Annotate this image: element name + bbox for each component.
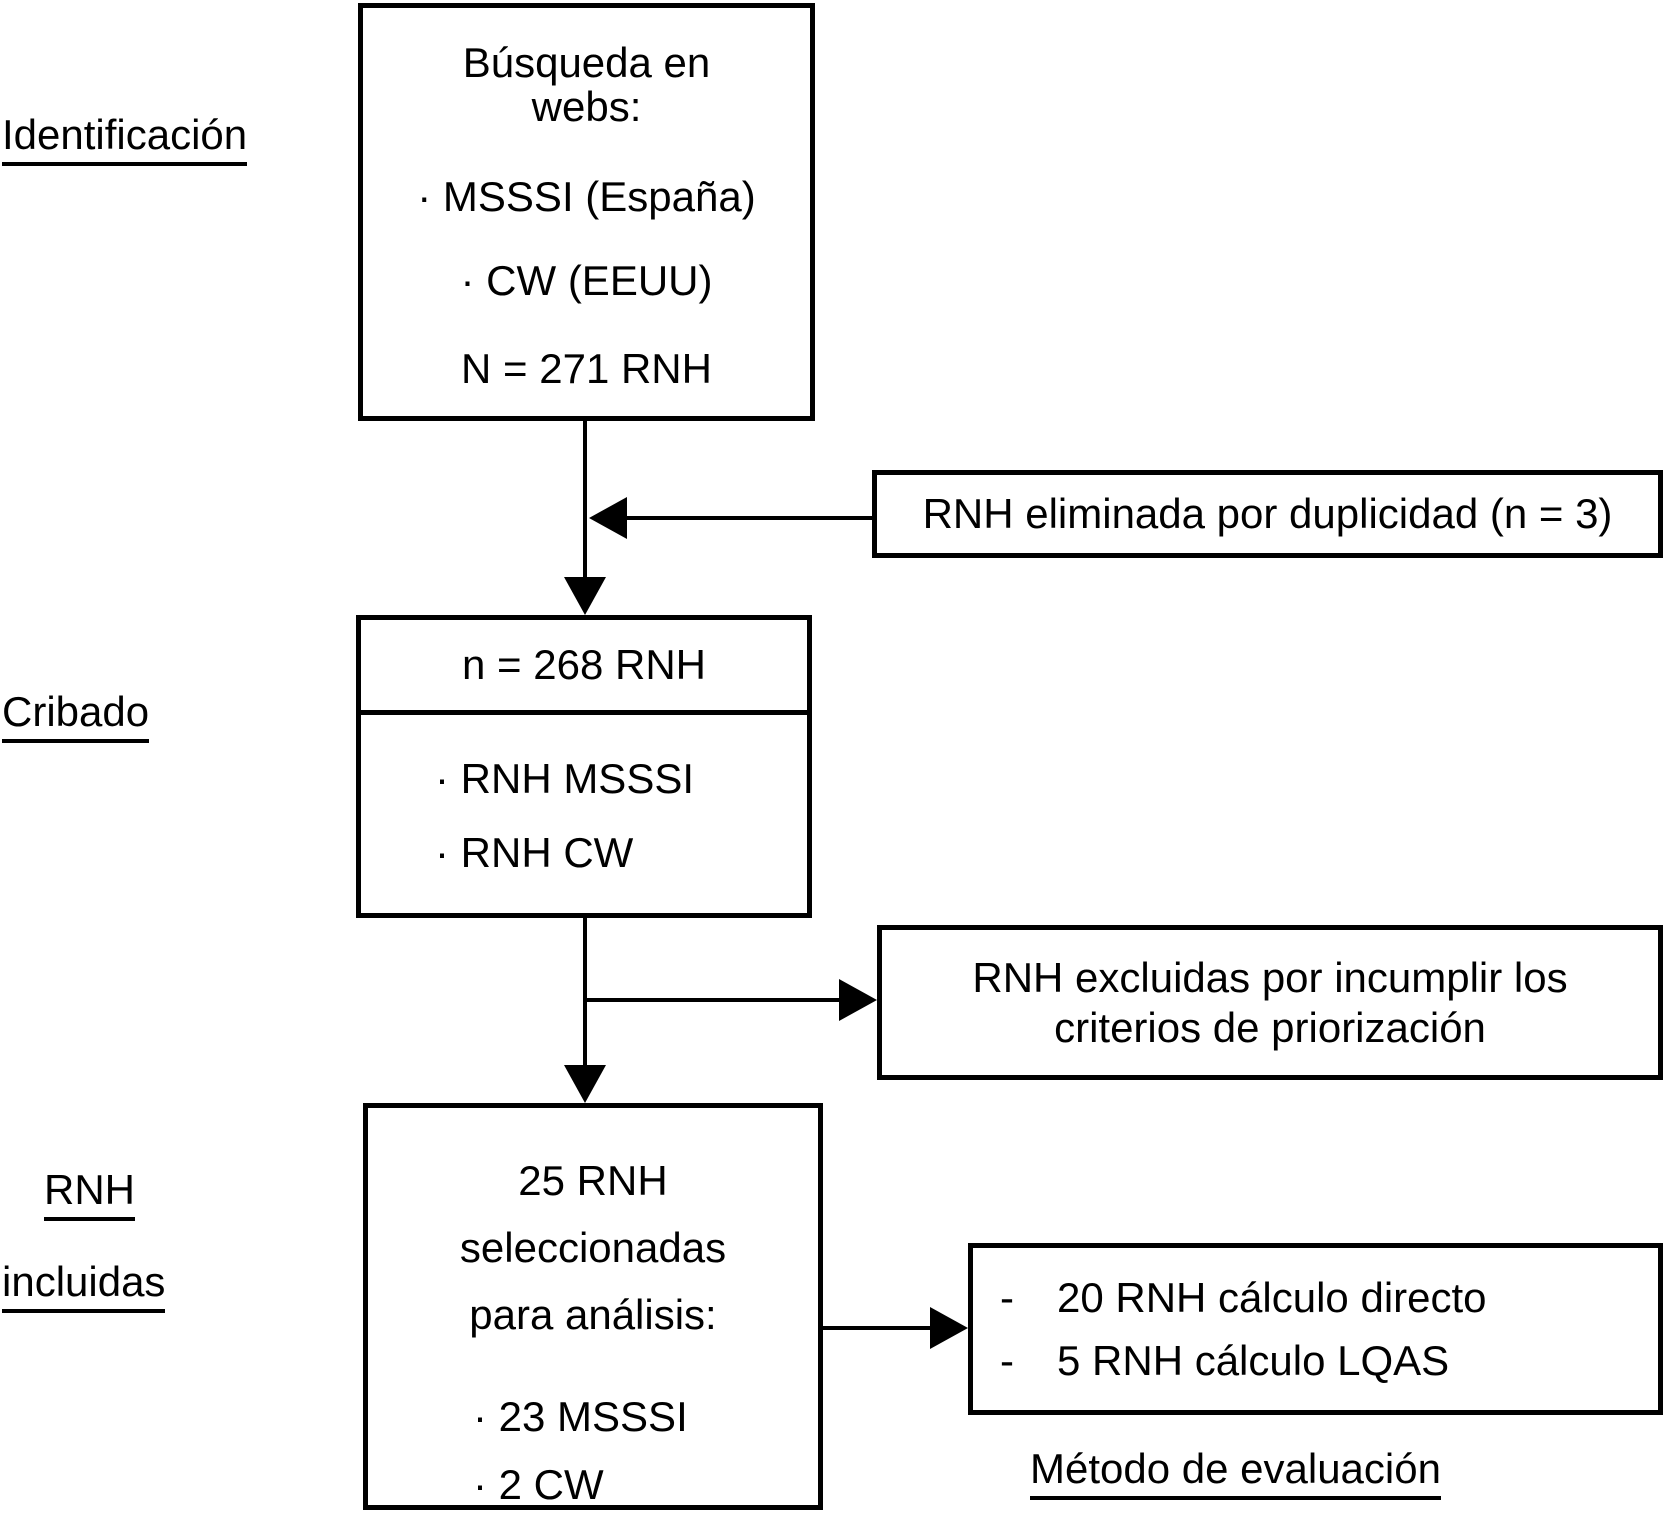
search-box-title-line1: Búsqueda en — [462, 39, 711, 86]
arrow-selected-to-method-shaft — [823, 1326, 933, 1330]
method-box-row: - 5 RNH cálculo LQAS — [1000, 1336, 1658, 1384]
dash-bullet: - — [1000, 1336, 1014, 1384]
search-box: Búsqueda en webs: · MSSSI (España) · CW … — [358, 3, 815, 421]
screening-box: n = 268 RNH · RNH MSSSI · RNH CW — [356, 615, 812, 918]
search-box-title: Búsqueda en webs: — [463, 41, 711, 129]
stage-label-included-line1: RNH — [44, 1168, 135, 1221]
method-caption: Método de evaluación — [1030, 1447, 1441, 1500]
arrow-search-to-screening-head — [564, 577, 606, 615]
method-box: - 20 RNH cálculo directo - 5 RNH cálculo… — [968, 1243, 1663, 1415]
selected-box-list: · 23 MSSSI · 2 CW — [368, 1395, 688, 1507]
screening-box-count: n = 268 RNH — [361, 620, 807, 715]
selected-box-item: · 2 CW — [473, 1461, 604, 1508]
search-box-total: N = 271 RNH — [461, 345, 712, 392]
screening-box-item: · RNH MSSSI — [435, 755, 695, 802]
search-box-item: · CW (EEUU) — [460, 257, 713, 304]
stage-label-included-line2-text: incluidas — [2, 1260, 166, 1313]
arrow-branch-to-excluded-head — [839, 979, 877, 1021]
dash-bullet: - — [1000, 1273, 1014, 1321]
stage-label-identification: Identificación — [2, 113, 248, 166]
method-box-item-text: 5 RNH cálculo LQAS — [1057, 1336, 1450, 1384]
stage-label-screening-text: Cribado — [2, 690, 150, 743]
arrow-selected-to-method-head — [930, 1307, 968, 1349]
method-box-item-text: 20 RNH cálculo directo — [1057, 1273, 1487, 1321]
arrow-screening-to-selected-shaft — [583, 918, 587, 1067]
search-box-item: · MSSSI (España) — [417, 173, 756, 220]
arrow-duplicates-to-line-shaft — [625, 516, 872, 520]
duplicates-box: RNH eliminada por duplicidad (n = 3) — [872, 470, 1663, 558]
stage-label-screening: Cribado — [2, 690, 150, 743]
method-box-row: - 20 RNH cálculo directo — [1000, 1273, 1658, 1321]
stage-label-included-line2: incluidas — [2, 1260, 166, 1313]
selected-box-title-line2: seleccionadas — [459, 1224, 727, 1271]
arrow-screening-to-selected-head — [564, 1065, 606, 1103]
excluded-box: RNH excluidas por incumplir los criterio… — [877, 925, 1663, 1080]
selected-box-item: · 23 MSSSI — [473, 1393, 688, 1440]
screening-box-list: · RNH MSSSI · RNH CW — [361, 715, 807, 875]
stage-label-identification-text: Identificación — [2, 113, 248, 166]
arrow-duplicates-to-line-head — [589, 497, 627, 539]
arrow-branch-to-excluded-shaft — [585, 998, 839, 1002]
screening-box-item: · RNH CW — [435, 829, 634, 876]
excluded-box-line1: RNH excluidas por incumplir los — [972, 953, 1568, 1001]
selected-box-title-line3: para análisis: — [469, 1291, 717, 1338]
selected-box-title: 25 RNH seleccionadas para análisis: — [460, 1147, 726, 1348]
stage-label-included-line1-text: RNH — [44, 1168, 135, 1221]
method-caption-text: Método de evaluación — [1030, 1447, 1441, 1500]
duplicates-box-text: RNH eliminada por duplicidad (n = 3) — [922, 490, 1613, 537]
selected-box-title-line1: 25 RNH — [518, 1157, 668, 1204]
search-box-title-line2: webs: — [531, 83, 642, 130]
selected-box: 25 RNH seleccionadas para análisis: · 23… — [363, 1103, 823, 1510]
arrow-search-to-screening-shaft — [583, 421, 587, 579]
excluded-box-line2: criterios de priorización — [1054, 1003, 1486, 1051]
